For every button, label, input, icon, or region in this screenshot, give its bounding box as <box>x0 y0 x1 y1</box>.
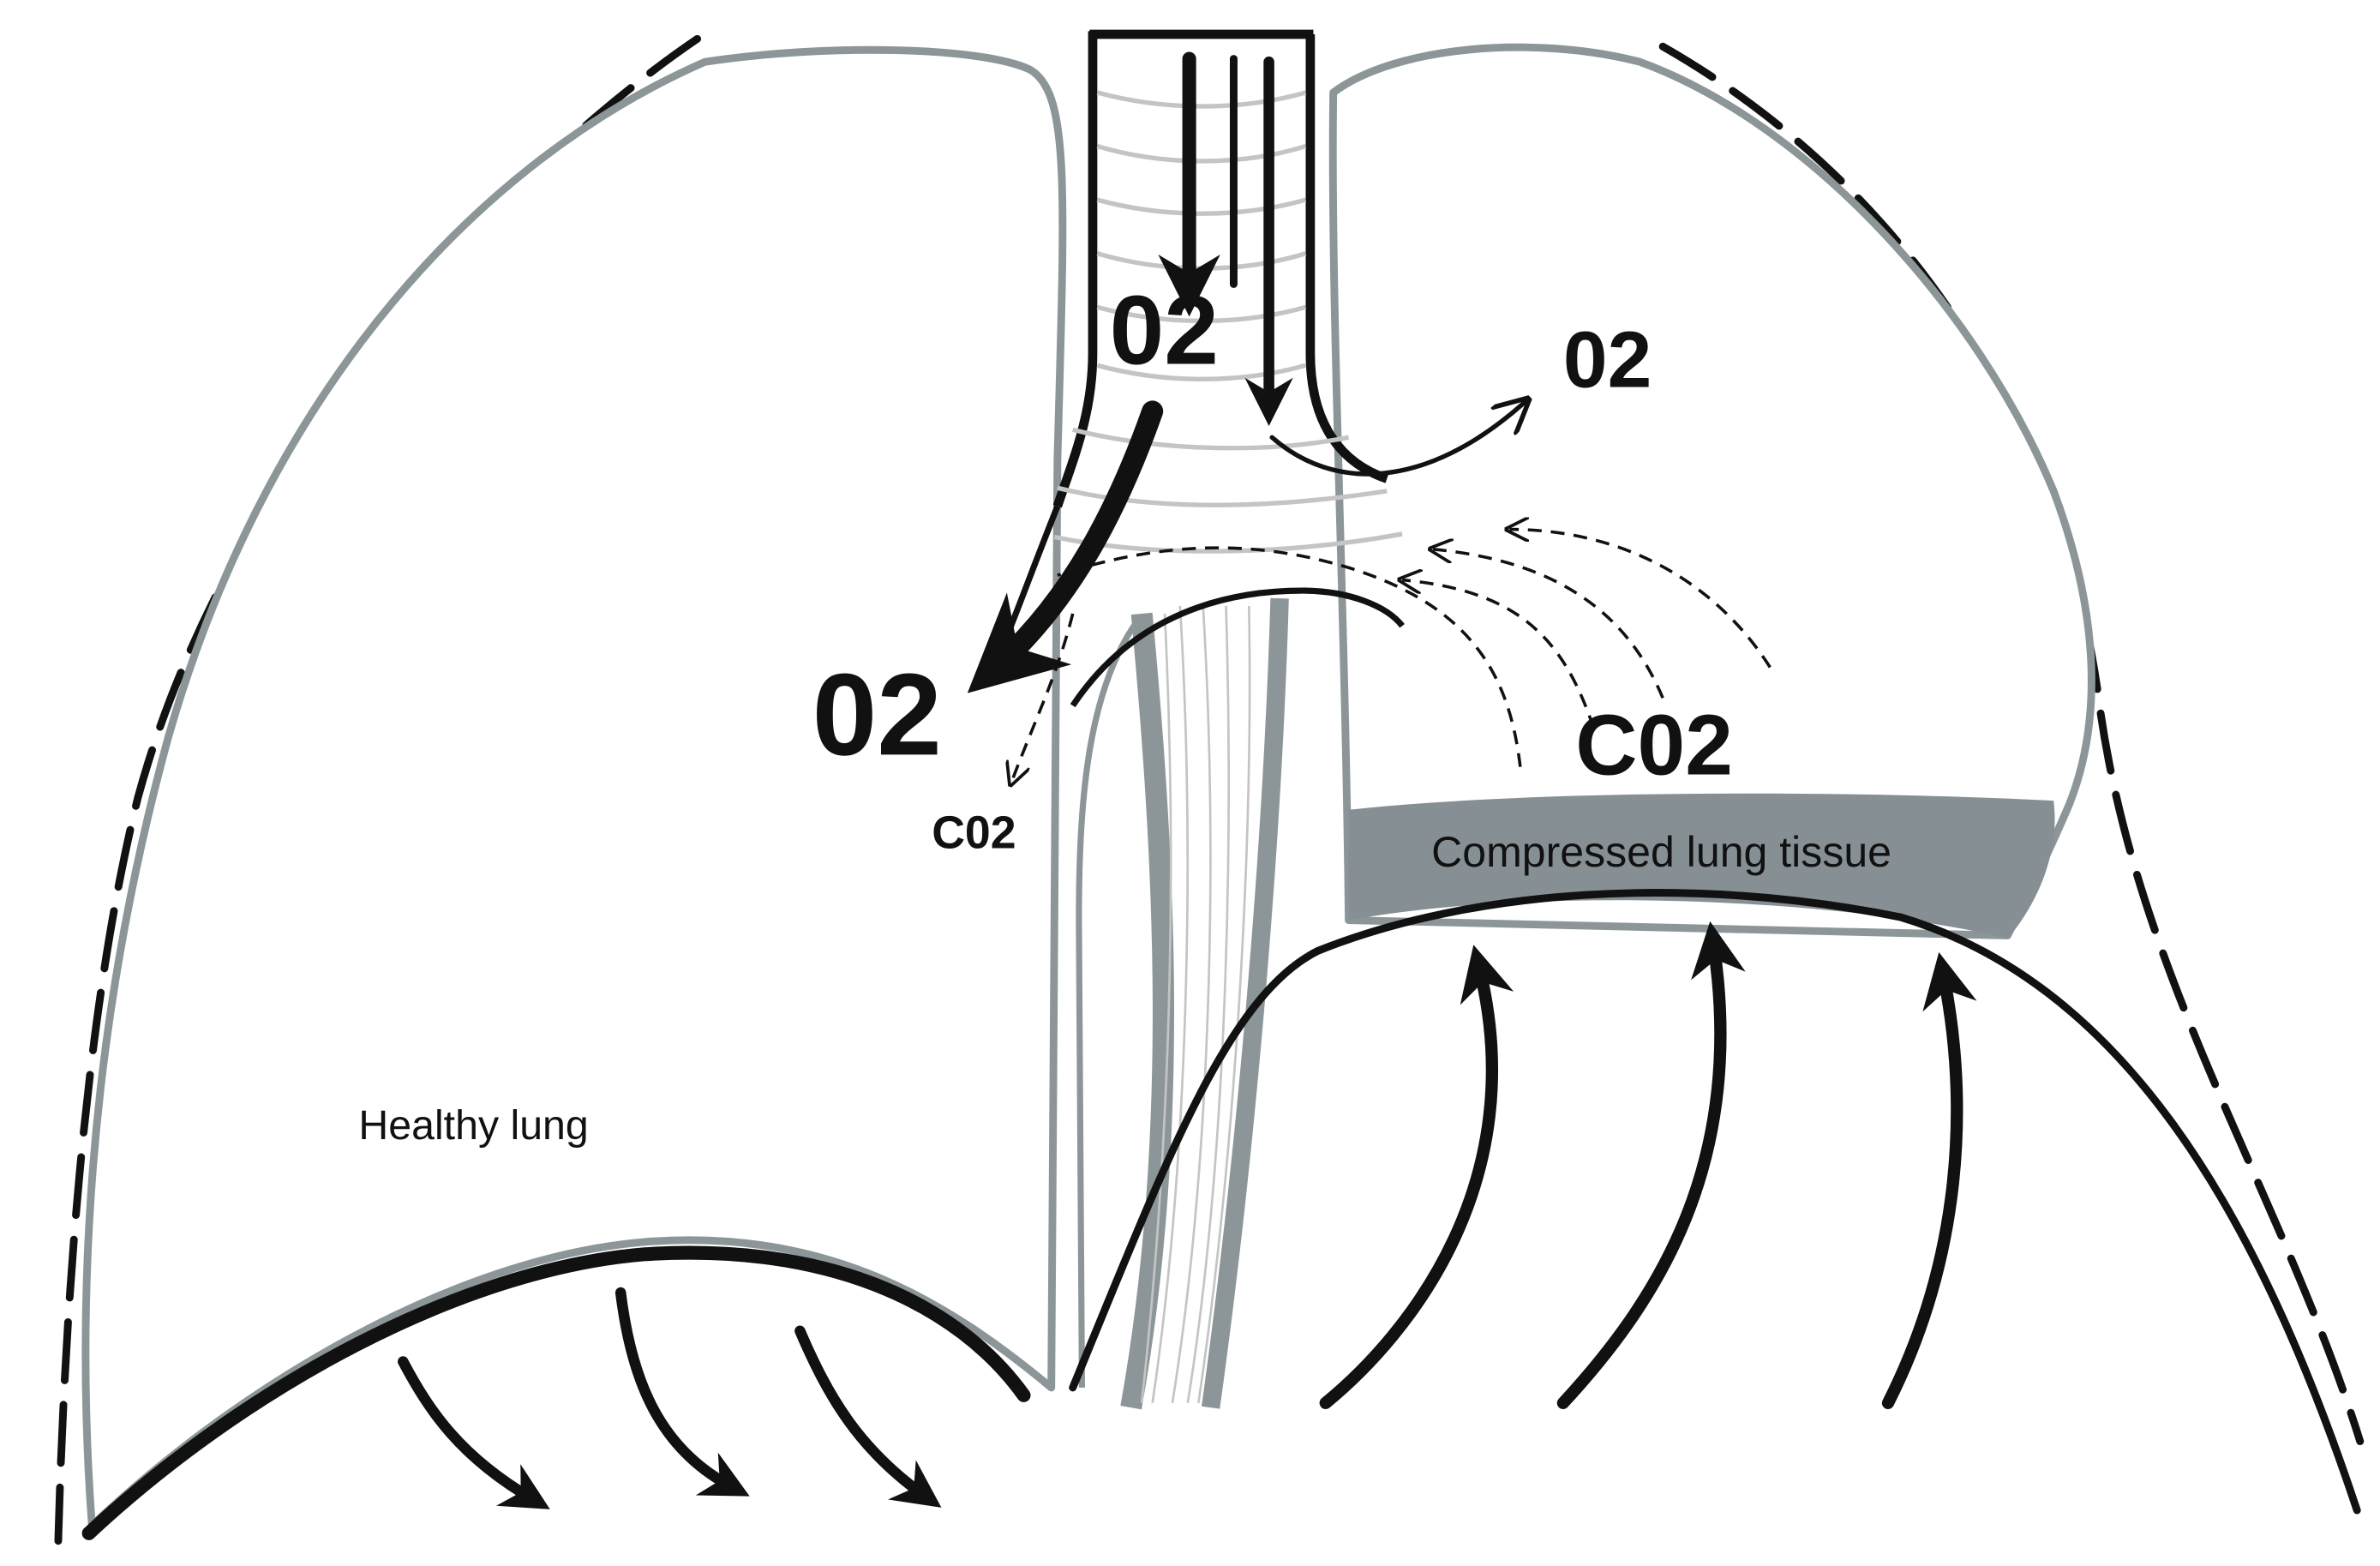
descend-arrows <box>398 1287 942 1509</box>
o2-label-top: 02 <box>1110 275 1219 385</box>
compressed-tissue-label: Compressed lung tissue <box>1431 828 1891 876</box>
co2-label-right: C02 <box>1575 698 1733 794</box>
o2-label-left: 02 <box>812 649 942 779</box>
compressed-tissue-band <box>1348 793 2055 939</box>
mediastinum <box>1076 597 1289 1410</box>
o2-label-right: 02 <box>1563 315 1652 404</box>
rib-cage-right <box>1658 42 2365 1445</box>
airflow-arrows <box>967 51 1525 693</box>
lift-arrows <box>1319 921 1977 1409</box>
co2-flow-arrows <box>1011 530 1772 783</box>
diaphragm-right <box>1069 889 2361 1515</box>
co2-label-small: C02 <box>932 807 1016 858</box>
trachea <box>993 29 1405 708</box>
healthy-lung <box>81 45 1067 1540</box>
collapsed-lung <box>1328 43 2095 939</box>
healthy-lung-label: Healthy lung <box>358 1102 588 1149</box>
